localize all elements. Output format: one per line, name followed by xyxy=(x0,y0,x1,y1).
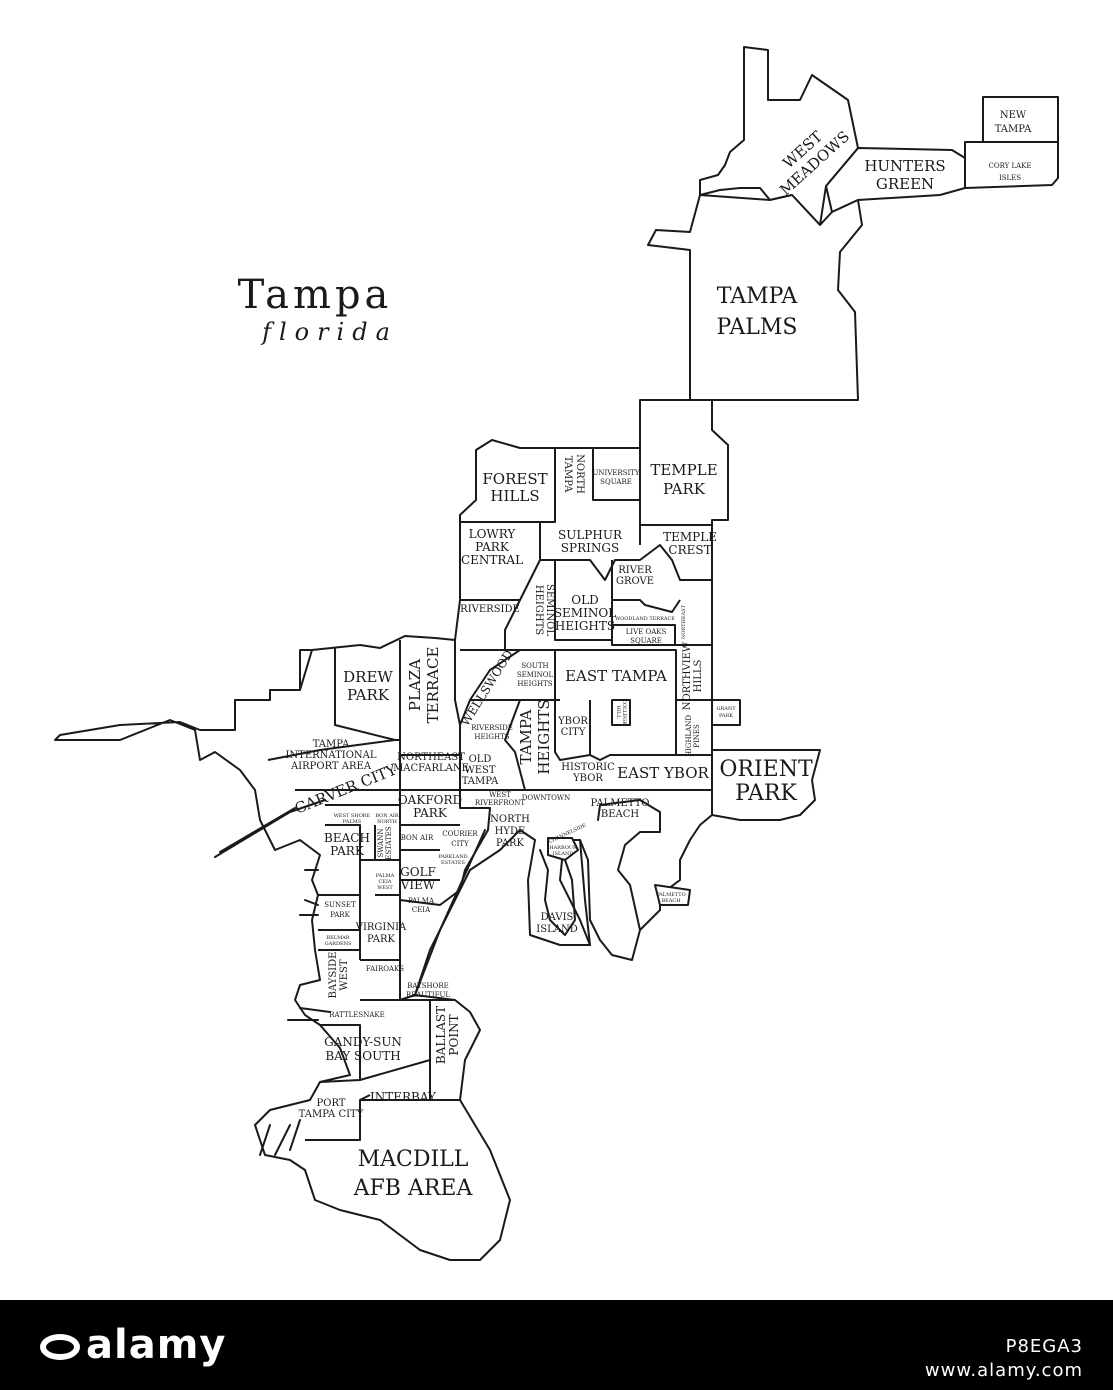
area-hunters-green xyxy=(825,147,966,213)
label-downtown: DOWNTOWN xyxy=(522,794,570,802)
label-fairoaks: FAIROAKS xyxy=(366,965,404,973)
footer-url: www.alamy.com xyxy=(924,1360,1083,1381)
label-tampa-heights: TAMPAHEIGHTS xyxy=(517,699,553,774)
label-bayside-west: BAYSIDEWEST xyxy=(328,952,350,999)
davis-island-shape xyxy=(539,849,576,936)
alamy-logo-text: alamy xyxy=(86,1322,227,1368)
internal-borders xyxy=(267,448,712,1141)
map-title: Tampa florida xyxy=(215,272,415,346)
city-name: Tampa xyxy=(237,272,393,318)
label-seminol-heights: SEMINOLHEIGHTS xyxy=(533,584,555,636)
palmetto-beach-islet xyxy=(654,884,691,906)
watermark-footer: alamy P8EGA3 www.alamy.com xyxy=(0,1300,1113,1390)
area-tampa-palms xyxy=(647,194,863,401)
harbour-island-shape xyxy=(547,837,579,861)
palmetto-peninsula xyxy=(597,799,661,931)
label-ballast-point: BALLASTPOINT xyxy=(434,1006,461,1064)
label-college-hill: COLLEGEHILL xyxy=(615,699,627,725)
airport-road xyxy=(219,807,296,853)
west-coast-fingers xyxy=(259,869,331,1156)
area-orient-park xyxy=(711,749,821,821)
area-grant-park xyxy=(711,699,741,726)
label-east-tampa: EAST TAMPA xyxy=(565,667,667,685)
label-interbay: INTERBAY xyxy=(370,1090,437,1104)
alamy-logo-icon xyxy=(40,1334,80,1360)
label-woodland-terrace: WOODLAND TERRACE xyxy=(615,616,675,622)
airport-block xyxy=(234,649,313,701)
area-college-hill xyxy=(611,699,631,726)
label-rattlesnake: RATTLESNAKE xyxy=(329,1011,384,1019)
state-name: florida xyxy=(262,318,398,346)
alamy-logo: alamy xyxy=(40,1320,226,1370)
label-swann-estates: SWANNESTATES xyxy=(377,826,393,860)
label-north-tampa: NORTHTAMPA xyxy=(562,454,585,494)
bay-shore-diagonal xyxy=(414,829,486,996)
label-riverside: RIVERSIDE xyxy=(460,604,520,615)
label-northview-hills: NORTHVIEWHILLS xyxy=(682,641,704,710)
image-id: P8EGA3 xyxy=(1005,1336,1083,1357)
label-highland-pines: HIGHLANDPINES xyxy=(685,715,701,757)
label-northeast-small: NORTHEAST xyxy=(681,604,687,639)
label-bon-air: BON AIR xyxy=(401,834,434,842)
label-east-ybor: EAST YBOR xyxy=(617,764,709,782)
label-plaza-terrace: PLAZATERRACE xyxy=(406,647,442,724)
inner-channel xyxy=(579,839,591,946)
